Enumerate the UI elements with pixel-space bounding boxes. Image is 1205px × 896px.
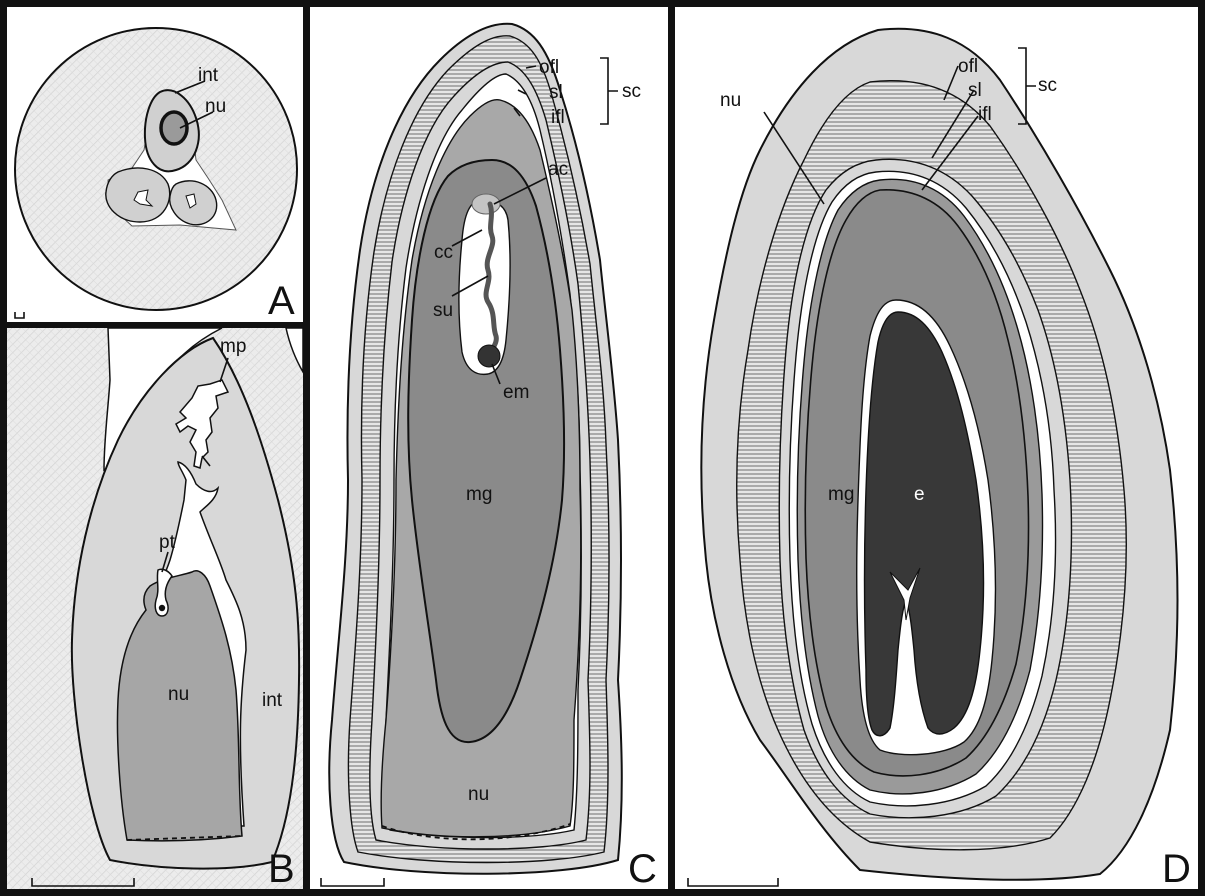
- label-pt: pt: [159, 532, 176, 553]
- label-ofl: ofl: [958, 56, 978, 77]
- label-int: int: [198, 65, 219, 86]
- label-mp: mp: [220, 336, 246, 357]
- label-sc: sc: [622, 81, 641, 102]
- label-cc: cc: [434, 242, 453, 263]
- panel-letter-a: A: [268, 279, 295, 323]
- embryo-proper: [478, 345, 500, 367]
- label-int: int: [262, 690, 283, 711]
- label-mg: mg: [466, 484, 492, 505]
- label-sc: sc: [1038, 75, 1057, 96]
- label-nu: nu: [168, 684, 189, 705]
- label-ofl: ofl: [539, 57, 559, 78]
- label-mg: mg: [828, 484, 854, 505]
- label-ifl: ifl: [551, 107, 565, 128]
- ovule-nucellus: [161, 112, 187, 144]
- label-sl: sl: [968, 80, 982, 101]
- pollen-tube-nucleus: [159, 605, 165, 611]
- label-ac: ac: [548, 159, 568, 180]
- panel-letter-d: D: [1162, 847, 1191, 891]
- label-em: em: [503, 382, 529, 403]
- panel-letter-b: B: [268, 847, 295, 891]
- label-nu: nu: [468, 784, 489, 805]
- label-nu: nu: [205, 96, 226, 117]
- label-nu: nu: [720, 90, 741, 111]
- panel-letter-c: C: [628, 847, 657, 891]
- label-ifl: ifl: [978, 104, 992, 125]
- label-su: su: [433, 300, 453, 321]
- archegonial-chamber: [472, 194, 500, 214]
- label-e: e: [914, 484, 925, 505]
- label-sl: sl: [549, 82, 563, 103]
